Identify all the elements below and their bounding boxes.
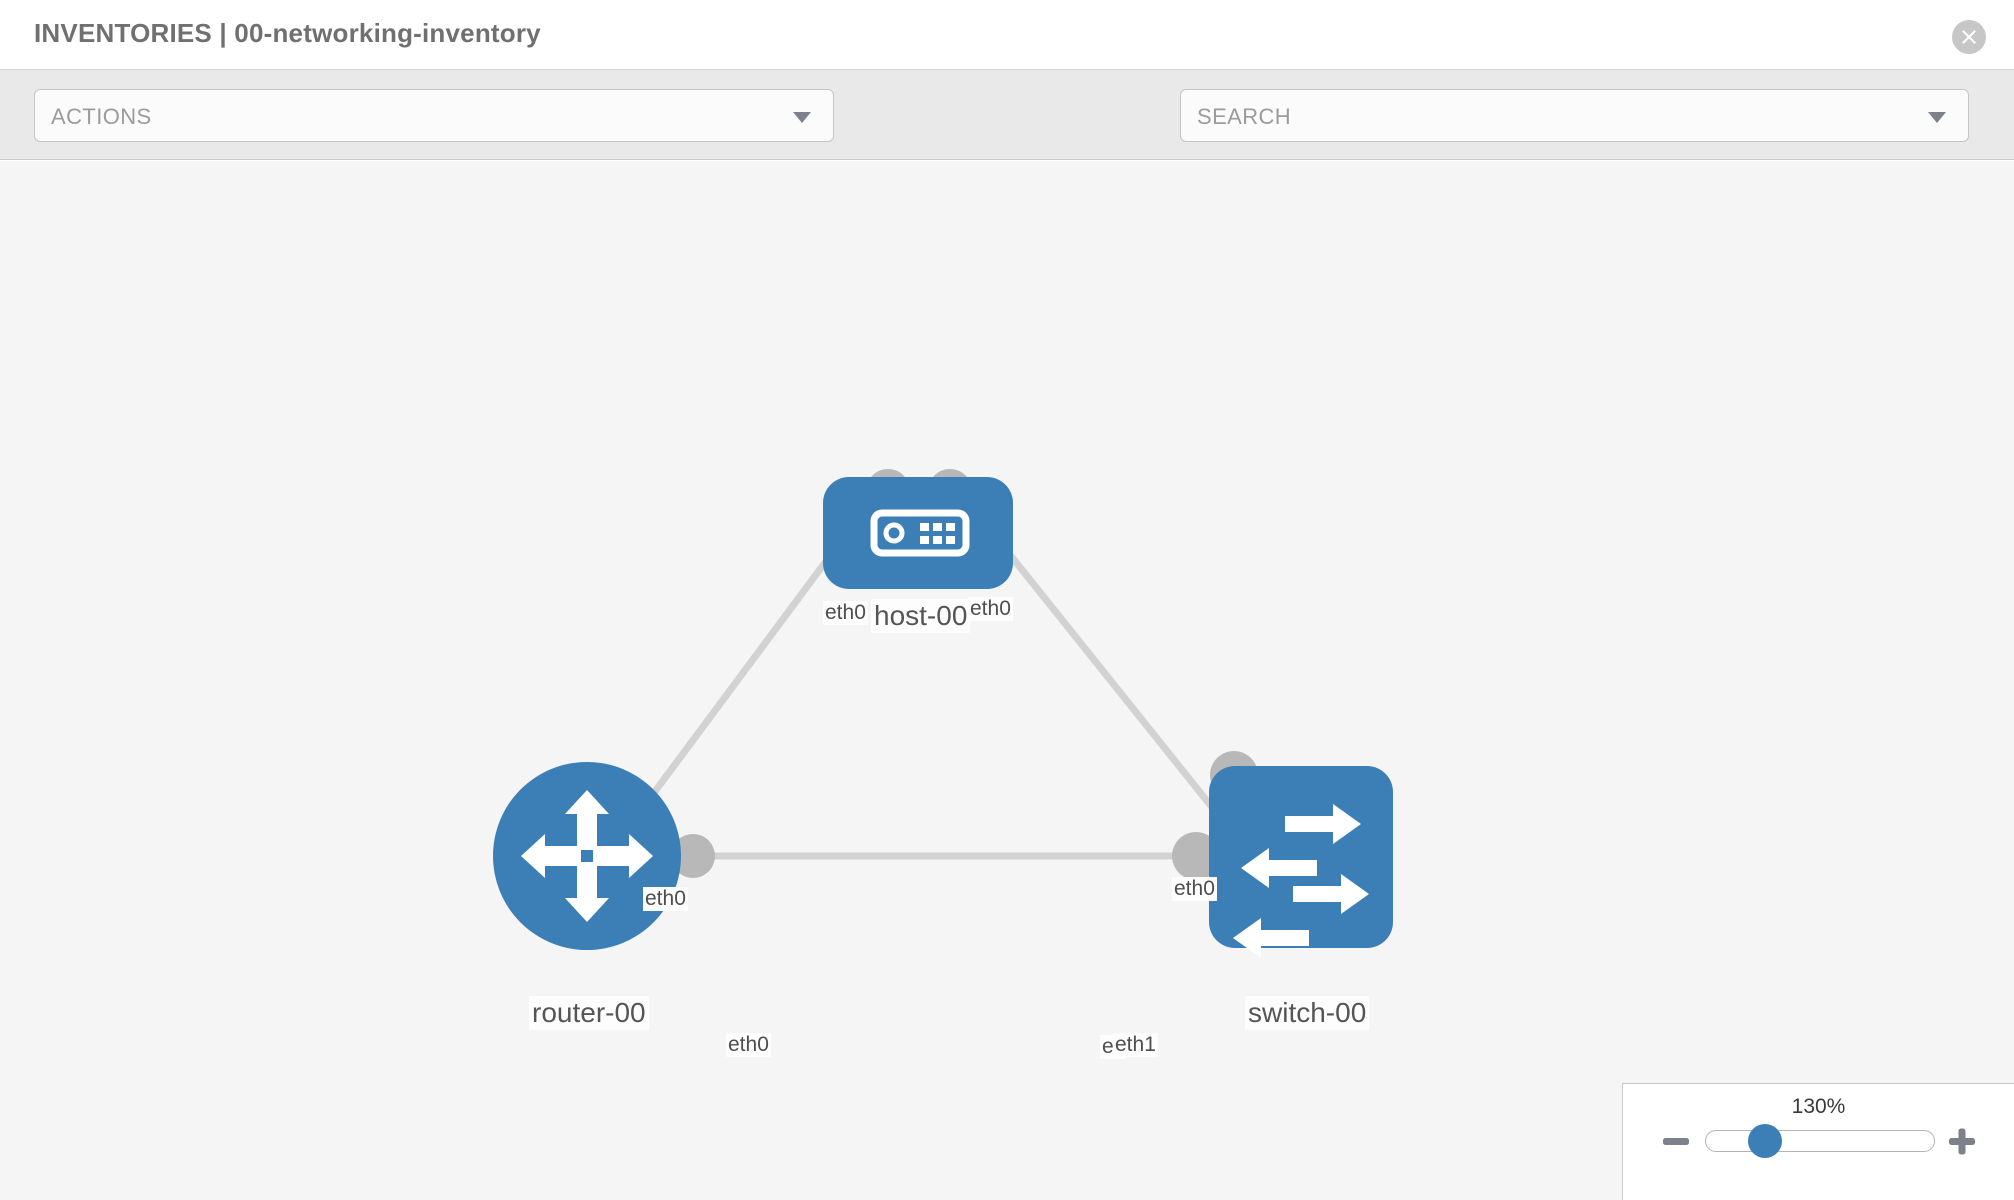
switch-arrows-icon [1233,804,1369,958]
chevron-down-icon [793,112,811,123]
search-input[interactable]: SEARCH [1180,89,1969,142]
node-router-00 [493,762,681,950]
interface-label: eth0 [726,1033,771,1057]
zoom-slider-thumb[interactable] [1748,1124,1782,1158]
search-placeholder: SEARCH [1197,104,1292,129]
server-icon [870,509,970,557]
router-arrows-icon [521,790,653,922]
interface-label: eth0 [1172,877,1217,901]
interface-label: eth0 [643,887,688,911]
topology-canvas[interactable]: eth0 eth0 eth0 eth0 eth0 etl eth1 host-0… [0,161,2014,1200]
toolbar: ACTIONS SEARCH [0,70,2014,198]
minus-icon[interactable] [1661,1126,1691,1156]
interface-dot [1172,832,1220,880]
node-label-host-00: host-00 [871,599,971,633]
interface-label: eth1 [1113,1033,1158,1057]
zoom-slider-track[interactable] [1705,1130,1935,1152]
actions-dropdown-label: ACTIONS [51,104,152,129]
actions-dropdown[interactable]: ACTIONS [34,89,834,142]
node-host-00 [823,477,1013,589]
node-switch-00 [1209,766,1393,958]
interface-dot [671,834,715,878]
zoom-control-panel: 130% [1622,1083,2014,1200]
plus-icon[interactable] [1947,1126,1977,1156]
interface-label: eth0 [968,597,1013,621]
topology-graph [493,468,1393,958]
chevron-down-icon [1928,112,1946,123]
node-label-switch-00: switch-00 [1245,996,1370,1030]
page-title: INVENTORIES | 00-networking-inventory [34,18,541,48]
page-header: INVENTORIES | 00-networking-inventory [0,0,2014,70]
close-icon[interactable] [1952,20,1986,54]
zoom-level-value: 130% [1791,1095,1846,1118]
interface-label: eth0 [823,601,868,625]
node-label-router-00: router-00 [529,996,649,1030]
